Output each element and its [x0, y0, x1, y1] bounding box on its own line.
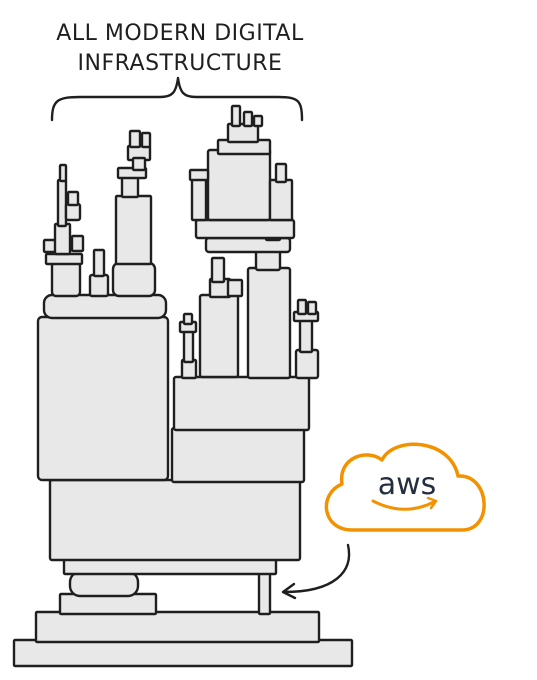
far-right-pin-a — [296, 298, 308, 316]
aws-logo: aws — [324, 442, 486, 532]
right-small-pole — [182, 328, 195, 364]
left-large-block — [36, 315, 170, 482]
base-slab — [12, 638, 354, 668]
right-lower-block — [170, 426, 306, 484]
far-right-pin-b — [306, 300, 318, 316]
smile-arrowhead-icon — [426, 496, 438, 510]
far-right-block — [294, 348, 320, 380]
smile-arrow-icon — [371, 499, 436, 511]
pointer-arrow — [282, 543, 351, 594]
right-column-b — [246, 266, 292, 380]
aws-wordmark: aws — [378, 467, 437, 502]
caption-line-2: INFRASTRUCTURE — [78, 51, 283, 76]
right-left-pole-cap — [188, 168, 210, 182]
left-thin-tower — [53, 222, 72, 256]
left-small-tower — [50, 260, 82, 298]
lower-slab — [34, 610, 321, 644]
cloud-icon — [324, 442, 486, 532]
right-upper-block — [172, 375, 311, 432]
right-side-tower — [268, 178, 294, 222]
right-top-platform — [194, 218, 296, 240]
right-top-tower — [206, 148, 272, 222]
right-top-pin-b — [242, 110, 254, 128]
left-top-pin — [58, 163, 68, 183]
center-top-pin — [128, 129, 142, 149]
center-tower — [114, 194, 153, 266]
left-stub-pole — [92, 248, 106, 278]
left-tiny-block-2 — [70, 234, 85, 253]
left-stub-block — [88, 273, 110, 298]
left-side-pin — [66, 190, 80, 207]
middle-large-block — [48, 478, 302, 562]
curly-brace — [50, 76, 304, 122]
right-side-pin — [274, 162, 288, 184]
center-top-pin-2 — [140, 131, 152, 149]
tiny-critical-block — [257, 570, 272, 616]
right-top-pin-a — [230, 104, 242, 128]
left-thin-pole — [56, 178, 68, 228]
right-column-a-neck — [210, 256, 226, 284]
right-small-pin — [182, 312, 194, 326]
right-top-pin-c — [252, 114, 264, 128]
caption-line-1: ALL MODERN DIGITAL — [56, 21, 304, 46]
left-small-shelf — [44, 252, 84, 266]
center-mid-pin — [131, 156, 147, 172]
center-cylinder — [111, 261, 157, 298]
right-column-a — [198, 293, 240, 379]
far-right-pole — [298, 316, 314, 354]
left-side-block — [64, 202, 82, 222]
support-cylinder — [68, 570, 140, 598]
pointer-arrowhead — [281, 582, 297, 600]
right-column-a-pin — [226, 278, 244, 298]
block-tower — [12, 104, 354, 668]
left-cap-block — [42, 293, 168, 320]
